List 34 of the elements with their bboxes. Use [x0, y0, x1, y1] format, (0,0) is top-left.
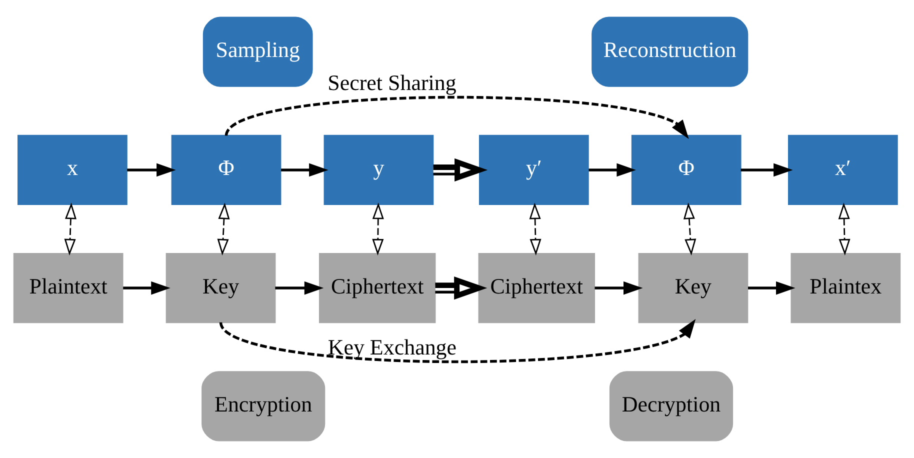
node-box: Ciphertext	[318, 253, 436, 324]
node-box: Sampling	[202, 16, 313, 87]
node-box: Key	[638, 253, 748, 324]
arrow	[838, 202, 850, 256]
arrow	[435, 276, 488, 300]
node-box: Decryption	[609, 371, 734, 442]
arrow	[127, 163, 176, 177]
arrow	[281, 163, 328, 177]
arrow	[217, 202, 230, 256]
node-box: Ciphertext	[478, 253, 596, 324]
arrow	[594, 281, 643, 295]
arrow	[64, 202, 76, 256]
edge-label: Key Exchange	[328, 334, 457, 360]
arrow	[433, 158, 488, 182]
node-box: Φ	[171, 134, 282, 205]
node-box: Φ	[631, 134, 742, 205]
arrow	[275, 281, 324, 295]
node-box: y	[324, 134, 434, 205]
node-box: Plaintext	[13, 253, 124, 324]
node-box: Encryption	[202, 371, 326, 442]
arrow	[740, 163, 793, 177]
node-box: Reconstruction	[592, 16, 748, 87]
arrow	[529, 202, 542, 256]
arrow	[372, 202, 384, 256]
arrow	[683, 202, 696, 256]
node-box: Key	[166, 253, 276, 324]
node-box: x	[18, 134, 128, 205]
node-box: Plaintex	[790, 253, 901, 324]
arrow	[748, 281, 796, 295]
arrow	[588, 163, 636, 177]
arrow	[123, 281, 170, 295]
node-box: y′	[478, 134, 589, 205]
edge-label: Secret Sharing	[328, 70, 456, 96]
node-box: x′	[788, 134, 898, 205]
